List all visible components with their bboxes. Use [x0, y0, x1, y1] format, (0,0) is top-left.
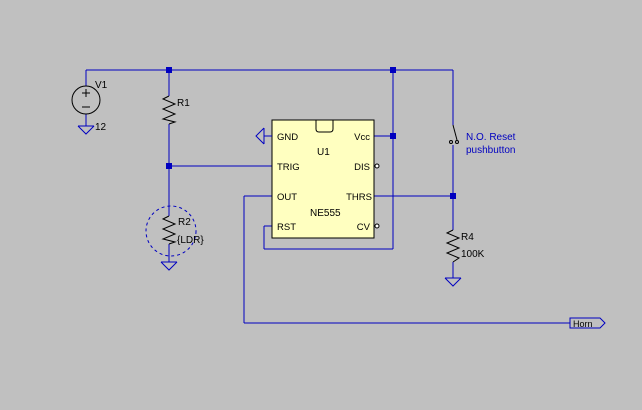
junction-dot	[166, 67, 172, 73]
ground-icon	[444, 277, 462, 287]
resistor-zigzag	[161, 215, 177, 245]
ic-notch	[315, 120, 334, 133]
r4-value-label: 100K	[461, 249, 485, 260]
ic-u1-ne555[interactable]: U1 NE555 GND TRIG OUT RST Vcc DIS THRS C…	[271, 119, 380, 239]
voltage-source-v1[interactable]: V1 12	[71, 80, 108, 133]
switch-reset[interactable]: N.O. Reset pushbutton	[449, 124, 516, 156]
switch-contact	[449, 140, 453, 144]
pin-vcc-label: Vcc	[354, 132, 370, 143]
pin-out-label: OUT	[277, 192, 297, 203]
ground-icon	[255, 127, 265, 145]
r2-value-label: {LDR}	[177, 235, 204, 246]
ldr-dashed-outline	[145, 205, 197, 257]
ground-u1	[255, 127, 272, 145]
ground-v1	[77, 125, 95, 135]
pin-thrs-label: THRS	[346, 192, 372, 203]
pin-cv-label: CV	[357, 222, 371, 233]
net-label-flag	[569, 317, 606, 329]
u1-part-label: NE555	[310, 208, 341, 219]
r1-name-label: R1	[177, 98, 190, 109]
switch-label-line2: pushbutton	[466, 145, 516, 156]
v1-name-label: V1	[95, 80, 108, 91]
horn-label: Horn	[573, 319, 593, 329]
pin-trig-label: TRIG	[277, 162, 300, 173]
ic-body	[271, 119, 375, 239]
junction-dot	[166, 163, 172, 169]
junction-dot	[390, 133, 396, 139]
ground-icon	[160, 261, 178, 271]
ground-icon	[77, 125, 95, 135]
ground-r4	[444, 277, 462, 287]
ground-r2	[160, 261, 178, 271]
wires	[85, 69, 570, 324]
r4-name-label: R4	[461, 232, 474, 243]
switch-lever	[452, 124, 458, 141]
voltage-source-symbol	[71, 85, 101, 115]
pin-rst-label: RST	[277, 222, 296, 233]
switch-contact	[455, 140, 459, 144]
r2-name-label: R2	[178, 217, 191, 228]
pin-dis-open	[374, 163, 380, 169]
resistor-zigzag	[161, 95, 177, 125]
resistor-r1[interactable]: R1	[161, 95, 190, 125]
junction-dot	[450, 193, 456, 199]
pin-dis-label: DIS	[354, 162, 370, 173]
resistor-r4[interactable]: R4 100K	[445, 229, 485, 263]
junctions	[166, 67, 456, 199]
v1-value-label: 12	[95, 122, 107, 133]
resistor-zigzag	[445, 229, 461, 263]
pin-cv-open	[374, 223, 380, 229]
resistor-r2-ldr[interactable]: R2 {LDR}	[145, 205, 204, 257]
u1-name-label: U1	[317, 147, 330, 158]
net-label-horn[interactable]: Horn	[569, 317, 606, 329]
pin-gnd-label: GND	[277, 132, 298, 143]
switch-label-line1: N.O. Reset	[466, 132, 516, 143]
junction-dot	[390, 67, 396, 73]
